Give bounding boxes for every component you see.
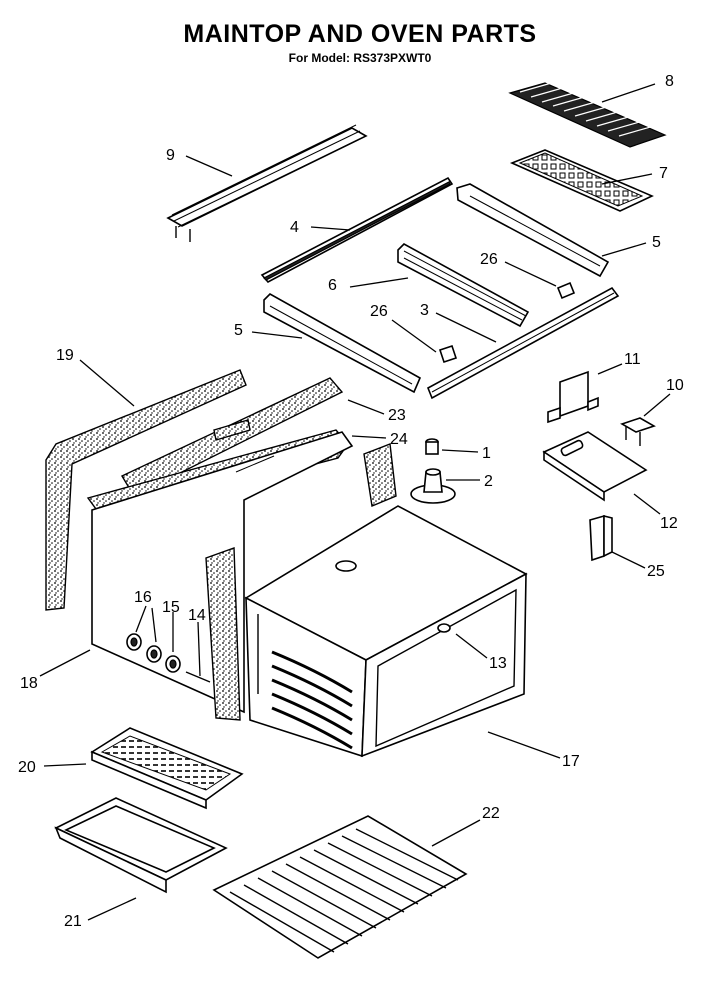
callout-19: 19 (56, 347, 74, 364)
callout-18: 18 (20, 675, 38, 692)
callout-26-right: 26 (480, 251, 498, 268)
burner-base-part (410, 468, 456, 504)
callout-6: 6 (328, 277, 337, 294)
bracket-part (547, 370, 599, 424)
callout-22: 22 (482, 805, 500, 822)
rear-insulation-part (45, 369, 247, 611)
callout-5-left: 5 (234, 322, 243, 339)
rear-strip-part (260, 176, 454, 284)
callout-24: 24 (390, 431, 408, 448)
burner-cap-part (425, 438, 439, 455)
callout-12: 12 (660, 515, 678, 532)
trim-rail-part (166, 124, 368, 242)
clip-part (438, 281, 576, 364)
tab-bracket-part (589, 514, 613, 562)
callout-1: 1 (482, 445, 491, 462)
broiler-pan-part (54, 797, 228, 894)
oven-cavity-part (244, 505, 528, 758)
callout-15: 15 (162, 599, 180, 616)
center-brace-part (397, 243, 530, 328)
oven-rack-part (212, 815, 468, 959)
page-title: MAINTOP AND OVEN PARTS (183, 20, 537, 48)
leader-lines (39, 83, 671, 921)
vent-screen-part (509, 149, 654, 212)
callout-4: 4 (290, 219, 299, 236)
callout-5-right: 5 (652, 234, 661, 251)
callout-14: 14 (188, 607, 206, 624)
callout-9: 9 (166, 147, 175, 164)
callout-20: 20 (18, 759, 36, 776)
side-channel-left-part (263, 293, 422, 394)
small-bracket-part (620, 417, 656, 446)
model-subtitle: For Model: RS373PXWT0 (288, 51, 432, 65)
callout-2: 2 (484, 473, 493, 490)
oven-liner-wrap-part (91, 431, 397, 721)
callout-3: 3 (420, 302, 429, 319)
callout-26-left: 26 (370, 303, 388, 320)
callout-25: 25 (647, 563, 665, 580)
callout-21: 21 (64, 913, 82, 930)
front-strip-part (426, 286, 620, 400)
callout-17: 17 (562, 753, 580, 770)
broiler-grid-part (90, 727, 244, 810)
callout-7: 7 (659, 165, 668, 182)
callout-10: 10 (666, 377, 684, 394)
callout-11: 11 (624, 351, 641, 368)
callout-23: 23 (388, 407, 406, 424)
knob-part (126, 633, 211, 683)
cover-plate-part (542, 431, 648, 502)
callout-labels: 8 7 9 4 5 6 26 3 26 5 11 10 19 23 24 1 2… (18, 73, 684, 930)
callout-16: 16 (134, 589, 152, 606)
callout-8: 8 (665, 73, 674, 90)
callout-13: 13 (489, 655, 507, 672)
vent-grille-part (508, 81, 667, 148)
side-channel-right-part (456, 183, 610, 278)
